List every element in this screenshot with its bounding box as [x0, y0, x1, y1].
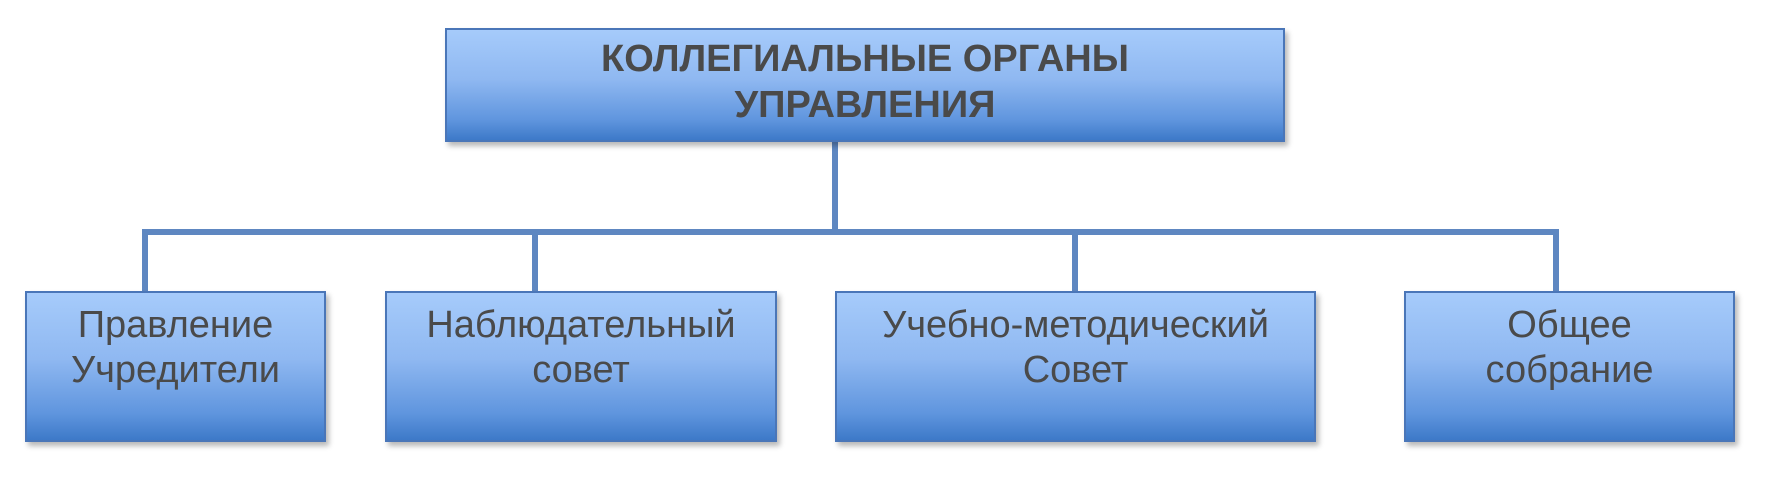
node-label-line-2: собрание	[1485, 348, 1654, 391]
root-node-collegial-bodies: КОЛЛЕГИАЛЬНЫЕ ОРГАНЫ УПРАВЛЕНИЯ	[445, 28, 1285, 142]
node-label-line-1: Правление	[77, 303, 274, 346]
node-label-line-2: Учредители	[70, 348, 281, 391]
root-node-line-1: КОЛЛЕГИАЛЬНЫЕ ОРГАНЫ	[601, 38, 1129, 80]
node-label-line-1: Учебно-методический	[882, 303, 1269, 346]
node-general-meeting: Общее собрание	[1404, 291, 1735, 442]
node-founders-board: Правление Учредители	[25, 291, 326, 442]
node-label-line-2: совет	[532, 348, 630, 391]
node-label-line-1: Общее	[1507, 303, 1632, 346]
node-methodological-council: Учебно-методический Совет	[835, 291, 1316, 442]
node-label-line-2: Совет	[1022, 348, 1129, 391]
root-node-line-2: УПРАВЛЕНИЯ	[734, 84, 996, 126]
node-supervisory-board: Наблюдательный совет	[385, 291, 777, 442]
node-label-line-1: Наблюдательный	[426, 303, 736, 346]
